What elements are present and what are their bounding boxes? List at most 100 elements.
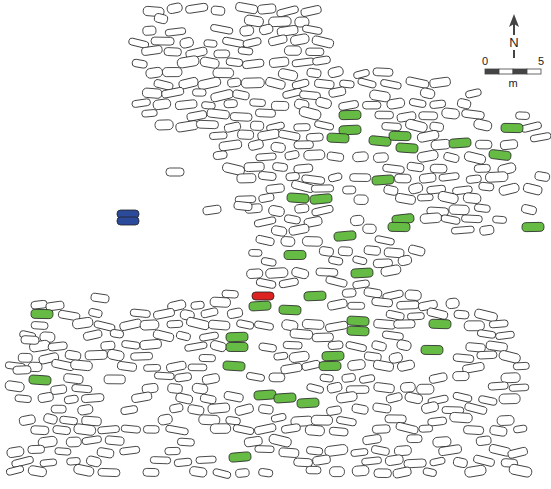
stone [13,366,31,375]
stone [328,341,344,350]
stone [235,468,249,477]
stone [426,307,448,320]
stone [291,180,315,193]
stone [242,37,261,48]
stone [521,204,537,216]
stone [82,435,102,445]
stone [132,98,151,107]
stone [196,120,218,129]
stone [119,446,140,455]
stone [474,204,491,213]
stone [63,373,83,384]
stone [319,246,334,257]
stone [191,301,205,310]
stone [273,352,288,361]
stone [300,5,322,17]
stone [246,269,263,279]
stone [212,468,231,479]
stone [322,351,344,361]
stone [226,332,248,342]
stone [345,341,367,352]
stone [276,5,299,17]
stone [269,373,285,382]
stone [201,101,215,109]
stone [15,395,32,403]
stone [120,405,138,415]
stone [298,106,322,121]
stone [351,403,368,414]
stone [249,249,262,256]
stone [408,244,426,256]
stone [352,255,367,265]
stone [314,120,334,130]
stone [140,339,162,350]
stone [142,88,162,99]
stone [306,466,321,474]
stone [21,335,39,344]
stone [369,89,391,102]
stone [297,398,319,408]
stone [281,423,301,433]
stone [244,14,264,27]
stone [449,138,472,149]
stone [451,226,474,234]
stone [141,45,162,56]
stone [463,192,481,204]
stone [385,454,404,466]
stone [429,122,444,132]
stone [155,120,173,130]
stone [361,457,381,466]
stone [311,205,334,217]
stone [66,437,81,447]
stone [301,360,320,371]
stone [222,37,245,48]
stone [498,350,521,364]
stone [88,308,103,318]
stone [202,373,220,385]
stone [166,2,183,14]
stone [325,321,348,332]
stone [405,118,429,133]
stone [475,140,492,149]
stone [353,69,370,79]
stone [268,34,288,46]
stone [485,172,508,183]
stone [304,291,326,301]
stone [189,466,207,478]
stone [234,403,254,416]
stone [312,455,331,466]
stone [315,96,332,109]
stone [501,373,521,383]
stone [400,382,415,392]
stone [292,58,315,68]
stone [179,37,194,49]
stone [417,150,439,163]
stone [188,364,207,371]
stone [142,109,158,117]
stone [254,321,274,331]
stone [453,371,469,380]
stone [359,374,375,384]
stone [357,78,376,89]
stone [210,24,233,35]
stone [396,143,419,154]
stone [363,224,377,233]
stone [362,434,381,445]
stone [28,445,45,454]
stone [236,319,254,330]
stone [117,217,139,225]
stone [372,175,395,186]
stone [463,425,484,434]
stone [280,363,302,375]
stone [197,76,221,90]
stone [97,447,115,458]
stone [437,191,459,205]
stone [175,99,197,109]
stone [258,193,274,203]
stone [474,164,490,172]
stone [153,308,175,320]
stone [336,416,357,426]
stone [200,56,220,69]
stone [6,465,24,476]
